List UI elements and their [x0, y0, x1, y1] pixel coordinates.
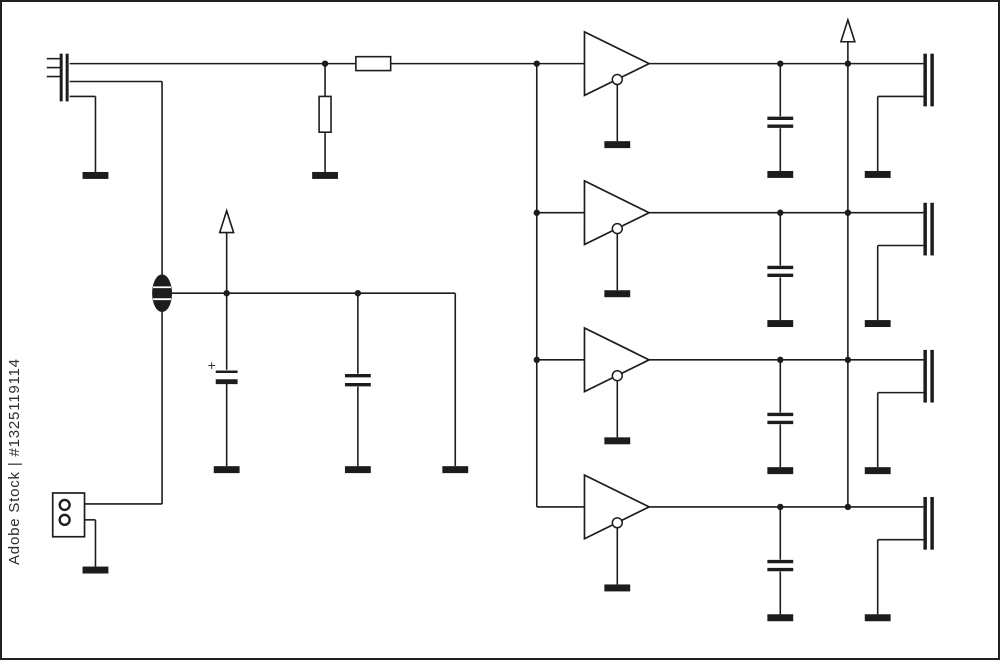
power-arrow — [839, 17, 856, 43]
ground-symbol — [864, 320, 891, 328]
output-connector-bar — [923, 202, 927, 256]
power-connector-body — [51, 492, 86, 538]
junction-dot — [321, 60, 329, 67]
junction-dot — [844, 503, 852, 511]
power-connector-pin — [58, 513, 71, 527]
power-arrow — [218, 208, 235, 234]
ground-symbol — [82, 566, 109, 574]
ground-symbol — [767, 320, 794, 328]
output-connector-bar — [930, 53, 934, 107]
ground-symbol — [442, 466, 469, 474]
junction-dot — [844, 356, 852, 363]
ground-symbol — [864, 170, 891, 178]
output-connector-bar — [930, 202, 934, 256]
junction-dot — [844, 209, 852, 216]
junction-dot — [777, 503, 784, 511]
input-connector-bar — [59, 53, 63, 102]
resistor-vertical — [318, 95, 332, 134]
ground-symbol — [604, 290, 631, 298]
junction-dot — [223, 290, 230, 297]
junction-dot — [533, 60, 540, 67]
ground-symbol — [864, 467, 891, 475]
output-connector-bar — [930, 496, 934, 550]
ferrite-bead — [152, 274, 172, 313]
opamp-bubble — [611, 73, 623, 86]
opamp-bubble — [611, 370, 623, 382]
junction-dot — [777, 60, 784, 67]
junction-dot — [777, 356, 784, 363]
ground-symbol — [767, 467, 794, 475]
opamp-bubble — [611, 517, 623, 529]
ground-symbol — [604, 584, 631, 592]
output-connector-bar — [923, 349, 927, 403]
ground-symbol — [767, 170, 794, 178]
junction-dot — [777, 209, 784, 216]
ground-symbol — [82, 171, 109, 179]
ground-symbol — [864, 614, 891, 622]
junction-dot — [354, 290, 362, 297]
input-connector-bar — [65, 53, 69, 102]
output-connector-bar — [923, 53, 927, 107]
output-connector-bar — [923, 496, 927, 550]
ground-symbol — [604, 141, 631, 149]
ground-symbol — [213, 466, 240, 474]
ground-symbol — [344, 466, 371, 474]
resistor-horizontal — [355, 55, 392, 72]
junction-dot — [533, 356, 540, 363]
output-connector-bar — [930, 349, 934, 403]
ground-symbol — [767, 614, 794, 622]
watermark-text: Adobe Stock | #1325119114 — [6, 358, 23, 565]
polarity-plus-label: + — [207, 359, 216, 372]
power-connector-pin — [58, 498, 71, 512]
junction-dot — [533, 209, 540, 216]
junction-dot — [844, 60, 852, 67]
ground-symbol — [312, 171, 338, 179]
ground-symbol — [604, 437, 631, 445]
opamp-bubble — [611, 222, 623, 235]
